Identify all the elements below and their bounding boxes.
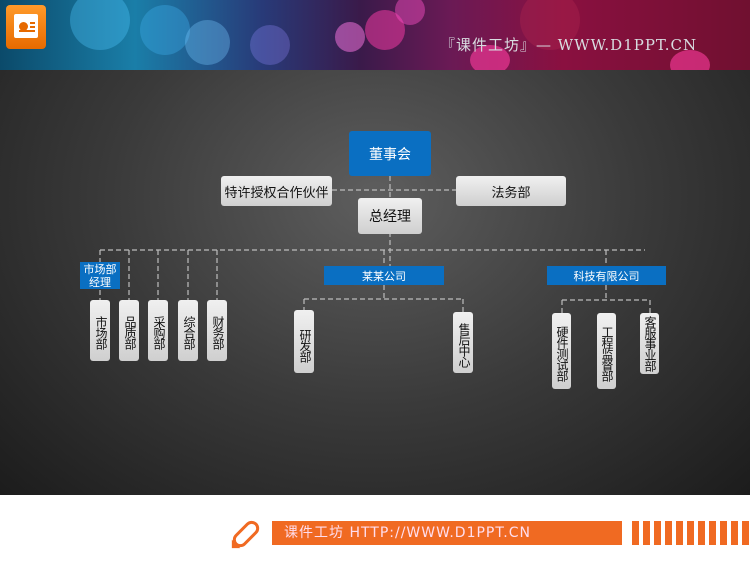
board-box: 董事会 (349, 131, 431, 176)
company-a-box: 某某公司 (324, 266, 444, 285)
general-manager-box: 总经理 (358, 198, 422, 234)
company-b-box: 科技有限公司 (547, 266, 666, 285)
dept-box: 工程监督部 (597, 313, 616, 389)
market-manager-box: 市场部经理 (80, 262, 120, 289)
partner-box: 特许授权合作伙伴 (221, 176, 332, 206)
legal-box: 法务部 (456, 176, 566, 206)
dept-box: 市场部 (90, 300, 110, 361)
dept-box: 硬件测试部 (552, 313, 571, 389)
footer-stripes (632, 521, 750, 545)
banner-title: 『课件工坊』— WWW.D1PPT.CN (440, 36, 698, 54)
connector-lines (99, 176, 651, 313)
dept-box: 品质部 (119, 300, 139, 361)
dept-box: 研发部 (294, 310, 314, 373)
pencil-icon (231, 520, 260, 549)
footer-bar: 课件工坊 HTTP://WWW.D1PPT.CN (272, 521, 622, 545)
dept-box: 客服事业部 (640, 313, 659, 374)
header-banner: 『课件工坊』— WWW.D1PPT.CN (0, 0, 750, 70)
dept-box: 综合部 (178, 300, 198, 361)
dept-box: 售后中心 (453, 312, 473, 373)
powerpoint-icon (6, 5, 46, 49)
dept-box: 采购部 (148, 300, 168, 361)
org-chart: 董事会 特许授权合作伙伴 法务部 总经理 市场部经理 市场部 品质部 采购部 综… (0, 70, 750, 495)
dept-box: 财务部 (207, 300, 227, 361)
